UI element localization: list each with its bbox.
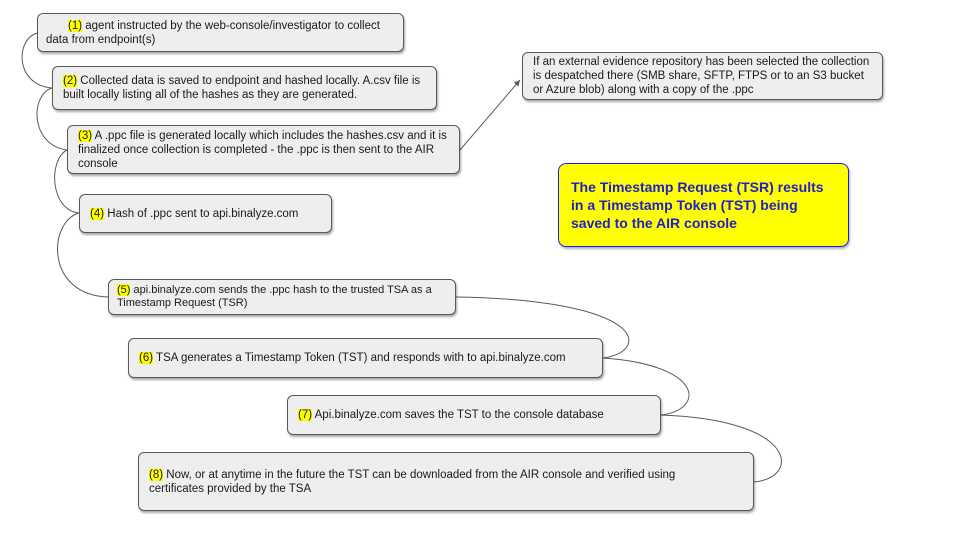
step-number: (6): [139, 352, 154, 364]
connector-6-7: [602, 357, 690, 416]
step-number: (8): [149, 468, 164, 481]
step-number: (5): [117, 284, 131, 296]
step-text: Collected data is saved to endpoint and …: [63, 75, 421, 101]
step-number: (2): [63, 75, 78, 87]
step-7-box: (7) Api.binalyze.com saves the TST to th…: [287, 395, 661, 435]
step-6-box: (6) TSA generates a Timestamp Token (TST…: [128, 338, 603, 378]
connector-7-8: [660, 414, 782, 483]
external-note-text: If an external evidence repository has b…: [533, 56, 870, 96]
step-number: (3): [78, 129, 93, 142]
connector-5-6: [455, 296, 630, 359]
step-text: Now, or at anytime in the future the TST…: [149, 468, 676, 495]
step-8-box: (8) Now, or at anytime in the future the…: [138, 452, 754, 511]
tsr-callout: The Timestamp Request (TSR) results in a…: [558, 163, 849, 247]
step-number: (4): [90, 207, 105, 220]
step-5-box: (5) api.binalyze.com sends the .ppc hash…: [108, 279, 456, 315]
arrow-3-external: [459, 79, 521, 151]
step-number: (7): [298, 409, 313, 421]
step-text: TSA generates a Timestamp Token (TST) an…: [153, 352, 566, 364]
step-3-box: (3) A .ppc file is generated locally whi…: [67, 125, 460, 174]
step-text: Hash of .ppc sent to api.binalyze.com: [104, 207, 299, 220]
step-1-box: (1) agent instructed by the web-console/…: [37, 13, 404, 52]
step-text: agent instructed by the web-console/inve…: [46, 19, 380, 46]
step-text: Api.binalyze.com saves the TST to the co…: [312, 409, 604, 421]
connector-3-4: [54, 149, 80, 214]
step-2-box: (2) Collected data is saved to endpoint …: [52, 66, 437, 110]
callout-text: The Timestamp Request (TSR) results in a…: [571, 179, 824, 231]
connector-1-2: [21, 32, 53, 89]
step-number: (1): [68, 19, 83, 32]
step-4-box: (4) Hash of .ppc sent to api.binalyze.co…: [79, 194, 332, 233]
connector-4-5: [57, 212, 109, 298]
external-repository-note: If an external evidence repository has b…: [522, 52, 883, 100]
step-text: api.binalyze.com sends the .ppc hash to …: [117, 284, 432, 309]
step-text: A .ppc file is generated locally which i…: [78, 129, 447, 170]
connector-2-3: [36, 87, 68, 151]
